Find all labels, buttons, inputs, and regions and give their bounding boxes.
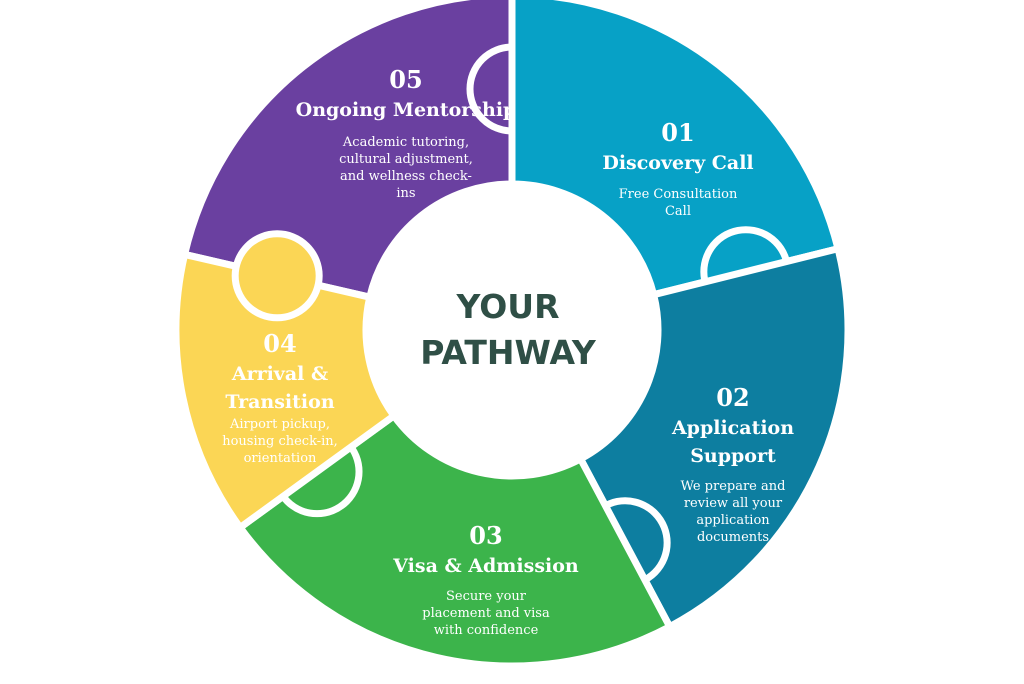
puzzle-ring xyxy=(172,0,852,670)
step-description: Secure your xyxy=(446,589,527,604)
step-title: Support xyxy=(690,445,776,467)
step-title: Visa & Admission xyxy=(392,555,579,577)
step-number: 04 xyxy=(263,329,296,358)
step-title: Transition xyxy=(225,391,334,413)
step-title: Arrival & xyxy=(231,363,328,385)
step-number: 03 xyxy=(469,521,502,550)
center-circle xyxy=(366,184,658,476)
step-description: Free Consultation xyxy=(619,187,738,202)
step-number: 05 xyxy=(389,65,422,94)
center-title-line2: PATHWAY xyxy=(420,333,597,372)
puzzle-knob-04 xyxy=(231,230,323,322)
step-description: housing check-in, xyxy=(222,434,338,449)
step-description: and wellness check- xyxy=(340,169,472,184)
step-description: We prepare and xyxy=(681,479,786,494)
center-title-line1: YOUR xyxy=(456,287,560,326)
step-title: Ongoing Mentorship xyxy=(296,99,517,121)
step-number: 02 xyxy=(716,383,749,412)
step-description: Call xyxy=(665,204,691,219)
step-description: ins xyxy=(396,186,415,201)
center-title: YOUR PATHWAY xyxy=(420,287,597,372)
step-description: documents xyxy=(697,530,769,545)
step-description: placement and visa xyxy=(422,606,550,621)
step-description: with confidence xyxy=(434,623,539,638)
step-description: application xyxy=(696,513,770,528)
step-title: Discovery Call xyxy=(602,152,753,174)
step-description: review all your xyxy=(684,496,783,511)
step-description: cultural adjustment, xyxy=(339,152,473,167)
step-title: Application xyxy=(671,417,794,439)
step-description: Airport pickup, xyxy=(229,417,330,432)
step-description: Academic tutoring, xyxy=(342,135,469,150)
step-number: 01 xyxy=(661,118,694,147)
step-description: orientation xyxy=(244,451,317,466)
